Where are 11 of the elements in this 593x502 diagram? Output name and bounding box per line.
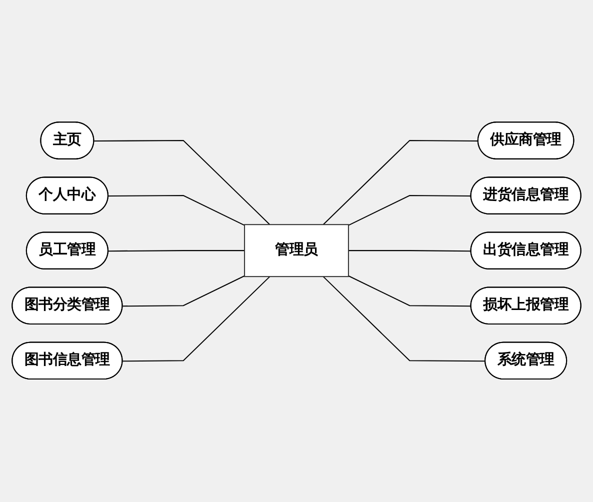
connector [348,276,472,308]
connector [348,195,472,226]
connector [322,140,478,226]
connector [108,250,245,252]
connector [322,276,486,362]
connector [348,250,472,252]
connector [122,276,245,308]
connector [108,195,245,226]
connector [122,276,270,362]
connector [94,140,270,226]
node-box: 管理员 [244,224,349,278]
